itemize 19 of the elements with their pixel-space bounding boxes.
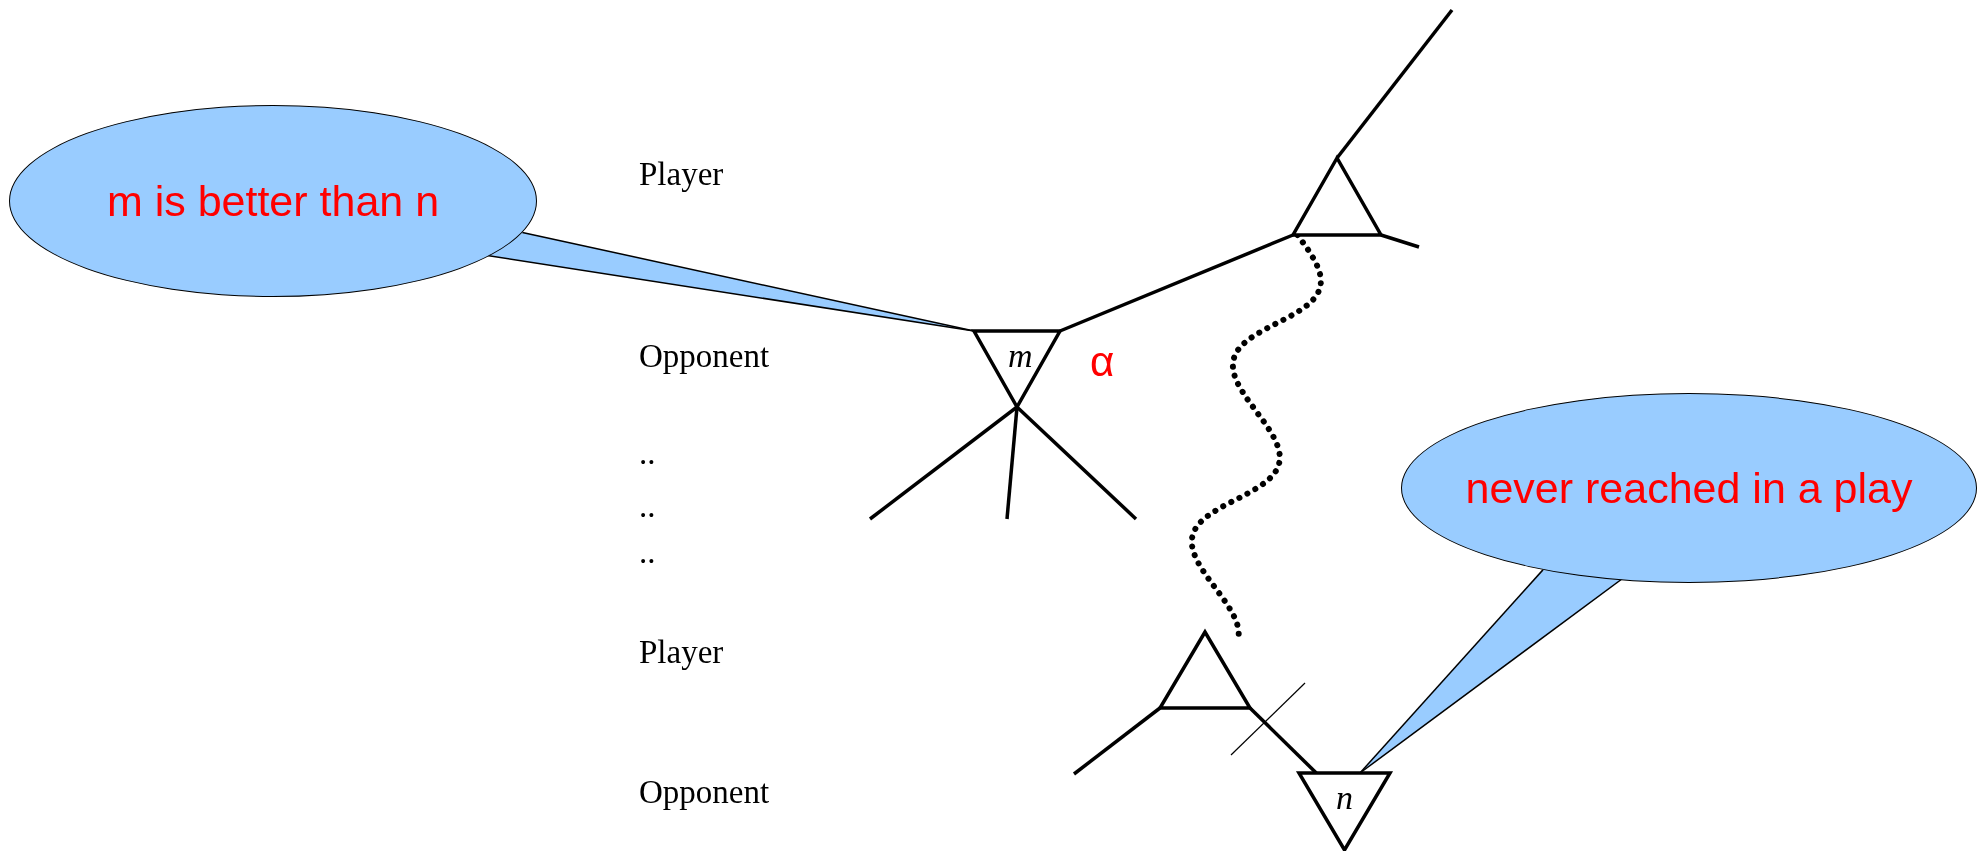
tree-edge <box>1005 406 1019 520</box>
level-label: Opponent <box>639 776 770 809</box>
level-label: .. <box>639 536 656 569</box>
bubble-text: m is better than n <box>106 176 440 226</box>
level-label: .. <box>639 437 656 470</box>
tree-edge <box>1335 8 1454 160</box>
tree-edge <box>1072 706 1162 776</box>
node-letter: n <box>1336 781 1353 815</box>
bubble-text: never reached in a play <box>1465 463 1913 513</box>
tree-edge <box>1015 405 1138 521</box>
level-label: .. <box>639 490 656 523</box>
alpha-symbol: α <box>1090 341 1115 383</box>
node-letter: m <box>1008 339 1033 373</box>
level-label: Player <box>639 636 724 669</box>
tree-edge <box>1380 233 1420 249</box>
triangle-node <box>1299 773 1390 850</box>
level-label: Opponent <box>639 340 770 373</box>
tree-edge <box>1059 233 1294 333</box>
level-label: Player <box>639 158 724 191</box>
